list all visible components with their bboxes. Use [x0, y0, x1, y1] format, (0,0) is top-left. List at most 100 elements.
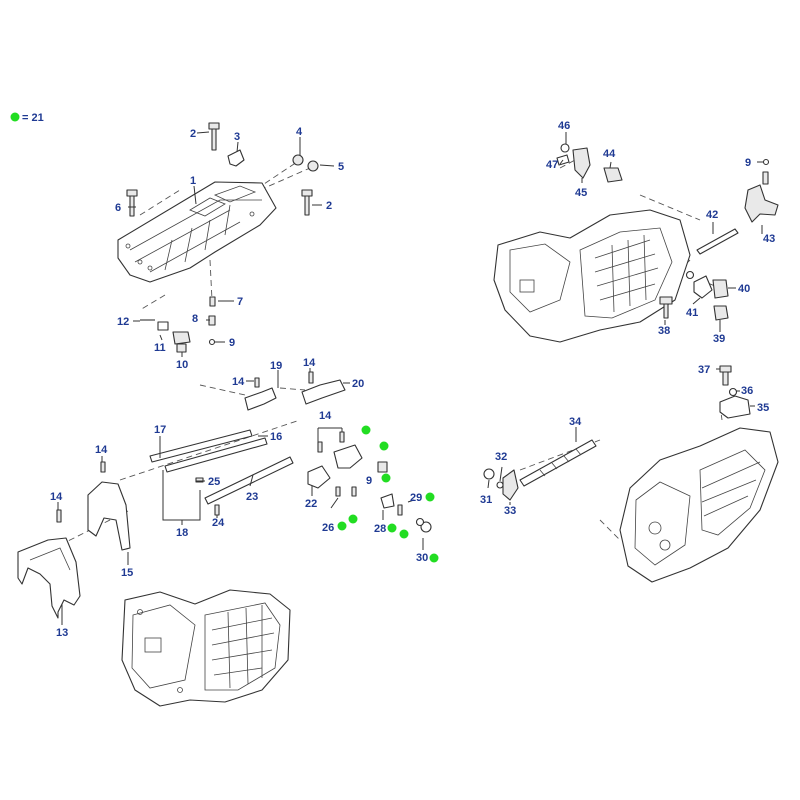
label-17: 17: [154, 424, 166, 436]
marker-21e: [348, 514, 358, 524]
label-44: 44: [603, 148, 616, 160]
label-7a: 7: [237, 296, 243, 308]
label-10: 10: [176, 359, 188, 371]
bolt-37: [719, 365, 732, 386]
label-31: 31: [480, 494, 492, 506]
label-8: 8: [192, 313, 198, 325]
label-33: 33: [504, 505, 516, 517]
label-9a: 9: [229, 337, 235, 349]
label-43: 43: [763, 233, 775, 245]
label-32: 32: [495, 451, 507, 463]
label-14d: 14: [50, 491, 63, 503]
label-37: 37: [698, 364, 710, 376]
pin-14a: [254, 377, 260, 388]
leaders-middle-left: [57, 368, 424, 625]
rail-16: [164, 437, 268, 473]
leaders-top-left: [128, 131, 335, 357]
pin-9b: [762, 171, 769, 185]
oring-46: [560, 143, 570, 153]
label-36: 36: [741, 385, 753, 397]
label-18: 18: [176, 527, 188, 539]
label-12: 12: [117, 316, 129, 328]
plug-40: [712, 279, 729, 299]
lever-43: [744, 184, 779, 223]
legend-text: = 21: [22, 112, 44, 124]
label-34: 34: [569, 416, 582, 428]
pin-26: [335, 486, 341, 497]
label-11: 11: [154, 342, 166, 354]
ring-32: [496, 481, 504, 489]
label-14e: 14: [319, 410, 332, 422]
label-41: 41: [686, 307, 698, 319]
pin-14b: [308, 371, 314, 384]
pin-upper-b: [339, 431, 345, 443]
label-29: 29: [410, 492, 422, 504]
label-35: 35: [757, 402, 769, 414]
pin-14c: [100, 461, 106, 473]
top-cover-assembly: [117, 122, 319, 353]
label-5: 5: [338, 161, 344, 173]
ring-9a: [208, 338, 216, 346]
pin-24: [214, 504, 220, 516]
rod-25: [195, 477, 204, 483]
rail-23: [204, 456, 294, 505]
label-2b: 2: [326, 200, 332, 212]
fork-15: [87, 481, 131, 551]
rail-17: [149, 429, 253, 463]
pin-7: [209, 296, 216, 307]
clip-3: [227, 149, 245, 167]
label-30: 30: [416, 552, 428, 564]
marker-21i: [429, 553, 439, 563]
label-42: 42: [706, 209, 718, 221]
bolt-38: [659, 296, 673, 319]
shaft-20: [301, 379, 346, 405]
label-4: 4: [296, 126, 303, 138]
marker-21c: [381, 473, 391, 483]
cover-35: [719, 395, 751, 419]
label-2a: 2: [190, 128, 196, 140]
marker-21b: [379, 441, 389, 451]
label-28: 28: [374, 523, 386, 535]
sensor-45: [572, 147, 591, 179]
label-45: 45: [575, 187, 587, 199]
label-19: 19: [270, 360, 282, 372]
label-3: 3: [234, 131, 240, 143]
label-9c: 9: [366, 475, 372, 487]
label-24: 24: [212, 517, 225, 529]
shaft-42: [696, 228, 739, 255]
selector-9c: [333, 444, 363, 469]
plug-10: [172, 331, 191, 353]
bracket-41: [693, 275, 713, 299]
ring-small: [685, 270, 695, 280]
legend-marker: [10, 112, 20, 122]
plug-4: [292, 154, 304, 166]
washer-30: [420, 521, 432, 533]
bolt-2b: [301, 189, 313, 216]
block-22: [307, 465, 331, 489]
labels-top-left: 2 1 3 4 5 6 2 7 8 9 10 11 12: [115, 126, 344, 371]
washer-31: [483, 468, 495, 480]
part-21-markers: [337, 425, 439, 563]
lever-33: [502, 469, 519, 501]
label-14c: 14: [95, 444, 108, 456]
label-9b: 9: [745, 157, 751, 169]
label-47: 47: [546, 159, 558, 171]
transmission-housing-right: [619, 427, 779, 583]
pin-14d: [56, 509, 62, 523]
leaders-top-right: [559, 132, 763, 332]
plug-5: [307, 160, 319, 172]
ring-9b: [762, 158, 770, 166]
right-selector-assembly: [483, 365, 779, 583]
bottom-left-housing: [121, 589, 291, 707]
bolt-6: [126, 189, 138, 217]
label-13: 13: [56, 627, 68, 639]
labels-top-right: 46 47 45 44 42 9 43 40 41 38 39: [546, 120, 775, 345]
shift-rail-assembly: [17, 371, 432, 619]
shaft-19: [244, 387, 277, 411]
shaft-34: [519, 439, 597, 487]
label-1: 1: [190, 175, 196, 187]
bolt-2a: [208, 122, 220, 151]
pin-29: [397, 504, 403, 516]
lever-28: [380, 493, 395, 509]
